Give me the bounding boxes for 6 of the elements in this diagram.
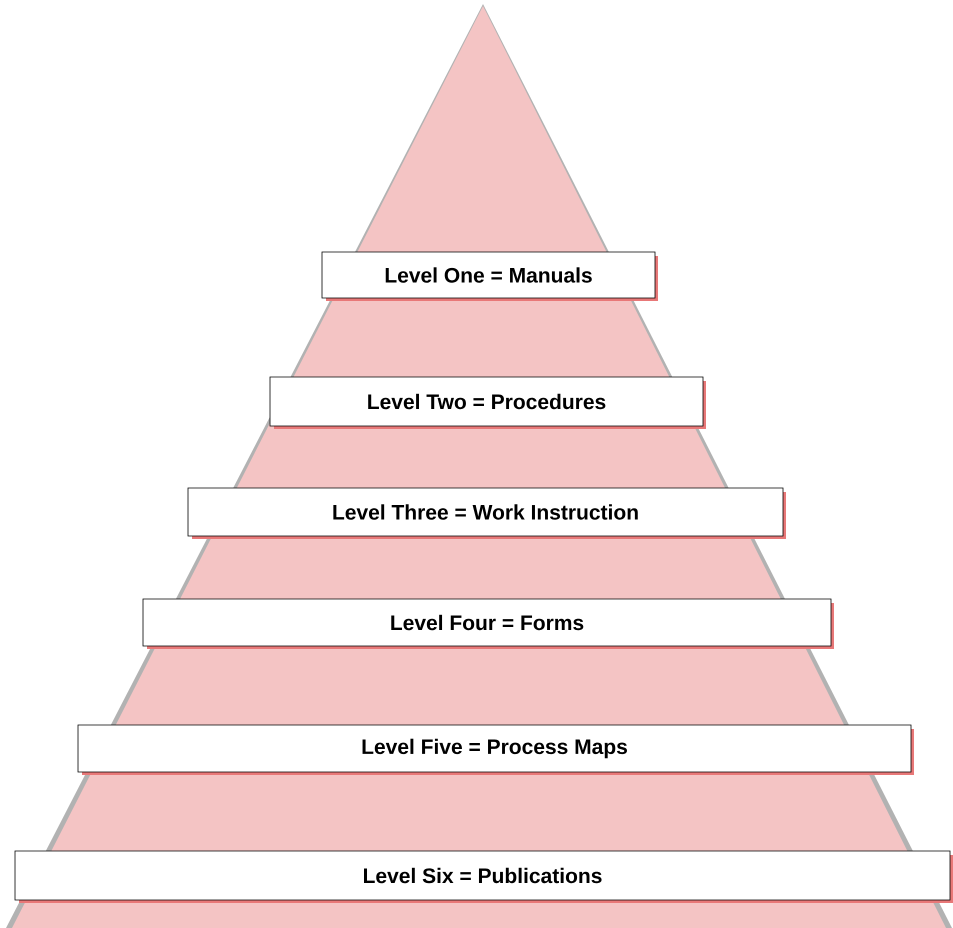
level-box: Level Four = Forms bbox=[142, 598, 834, 649]
level-box: Level Three = Work Instruction bbox=[188, 488, 786, 539]
level-box: Level Two = Procedures bbox=[270, 376, 706, 429]
level-box: Level Five = Process Maps bbox=[78, 724, 914, 775]
level-box: Level Six = Publications bbox=[14, 850, 953, 903]
level-box: Level One = Manuals bbox=[322, 252, 658, 301]
